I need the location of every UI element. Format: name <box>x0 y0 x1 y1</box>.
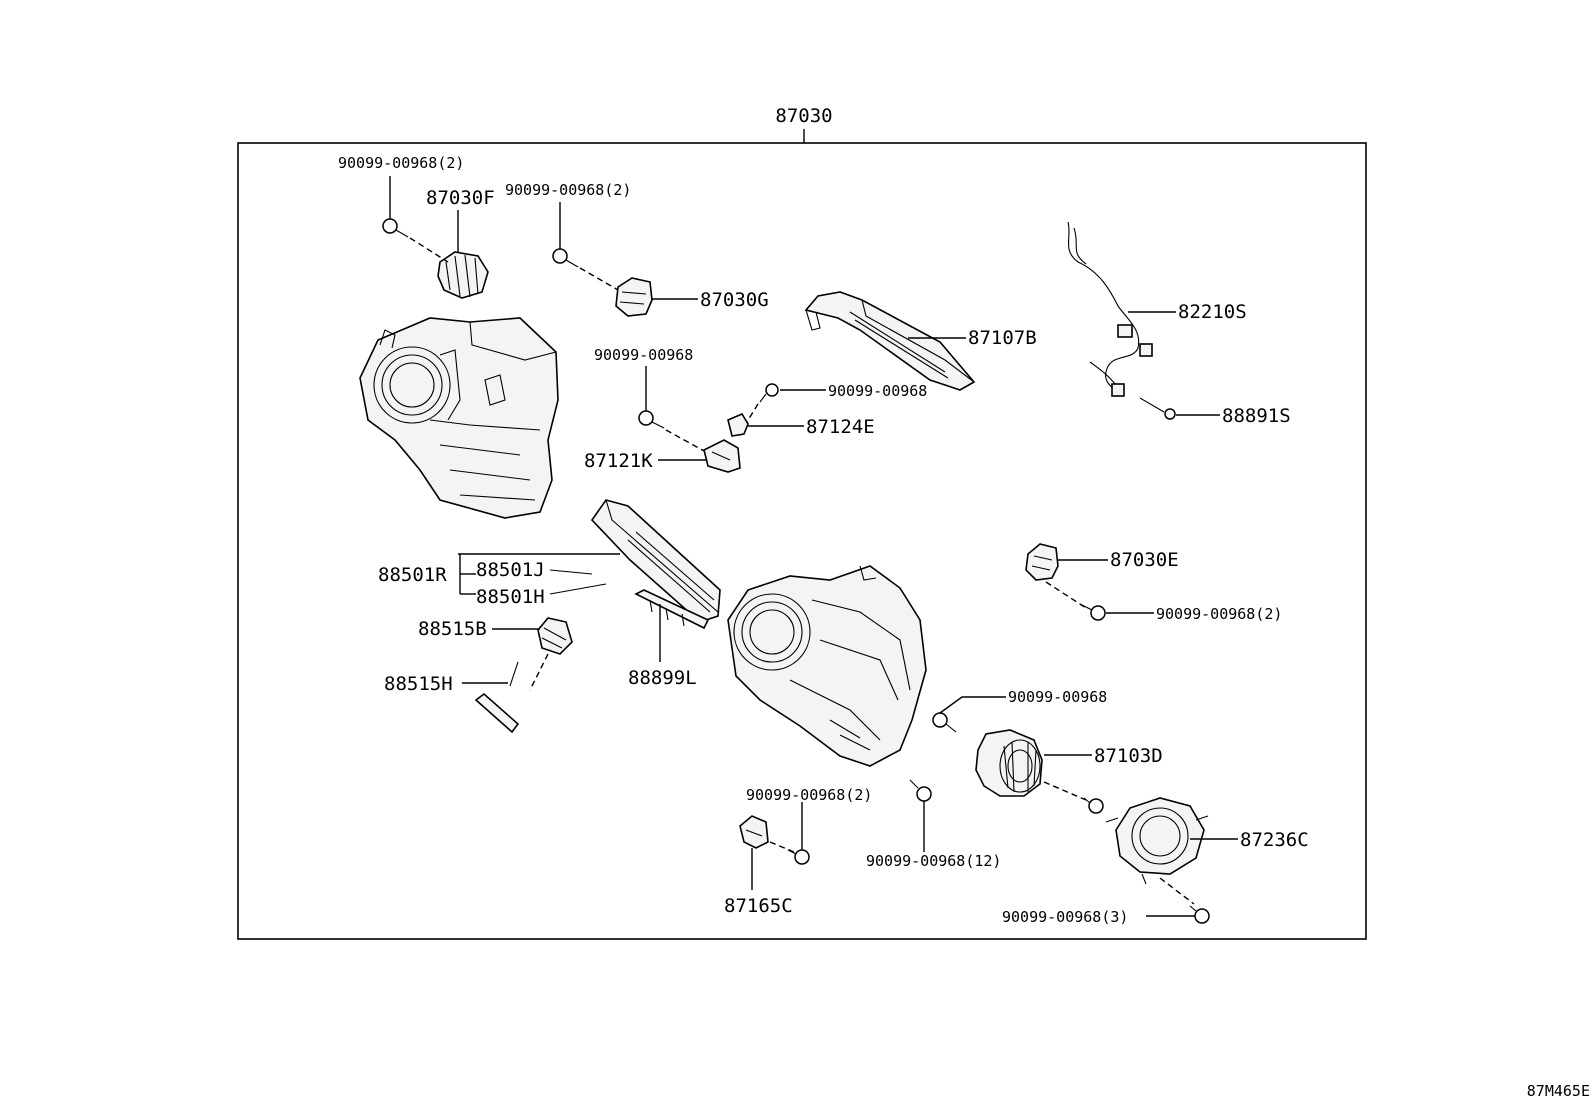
servo-87030g <box>615 277 653 317</box>
callout-part-88515h[interactable]: 88515H <box>384 673 453 695</box>
callout-screw-87030e[interactable]: 90099-00968(2) <box>1156 605 1282 623</box>
actuator-88515b <box>537 617 573 655</box>
screw-87165c-icon <box>787 849 810 865</box>
drawing-code: 87M465E <box>1527 1082 1590 1099</box>
sensor-88891s <box>1139 397 1176 420</box>
evaporator-88501r <box>590 499 721 623</box>
callout-part-82210s[interactable]: 82210S <box>1178 301 1247 323</box>
lower-case-illustration <box>727 565 927 767</box>
callout-part-88501r[interactable]: 88501R <box>378 564 447 586</box>
screw-blower-lower-icon <box>1083 797 1104 814</box>
assembly-frame <box>237 142 1367 940</box>
wire-harness-82210s <box>1067 221 1153 397</box>
ring-87236c <box>1105 797 1209 885</box>
callout-part-87236c[interactable]: 87236C <box>1240 829 1309 851</box>
upper-case-illustration <box>359 317 559 519</box>
callout-part-87030f[interactable]: 87030F <box>426 187 495 209</box>
callout-part-88891s[interactable]: 88891S <box>1222 405 1291 427</box>
clip-87165c <box>739 815 769 849</box>
screw-blower-icon <box>932 712 957 733</box>
callout-part-87103d[interactable]: 87103D <box>1094 745 1163 767</box>
screw-87030e-icon <box>1079 603 1106 621</box>
callout-part-87107b[interactable]: 87107B <box>968 327 1037 349</box>
callout-part-87030g[interactable]: 87030G <box>700 289 769 311</box>
screw-right-mid-icon <box>759 383 779 403</box>
blower-motor-87103d <box>975 729 1043 797</box>
servo-87030f <box>437 251 489 299</box>
callout-screw-case[interactable]: 90099-00968(12) <box>866 852 1001 870</box>
callout-part-87124e[interactable]: 87124E <box>806 416 875 438</box>
callout-screw-87165c[interactable]: 90099-00968(2) <box>746 786 872 804</box>
callout-screw-87030g[interactable]: 90099-00968(2) <box>505 181 631 199</box>
callout-part-87121k[interactable]: 87121K <box>584 450 653 472</box>
callout-screw-87030f[interactable]: 90099-00968(2) <box>338 154 464 172</box>
callout-screw-left-mid[interactable]: 90099-00968 <box>594 346 693 364</box>
servo-87030e <box>1025 543 1059 581</box>
callout-part-88899l[interactable]: 88899L <box>628 667 697 689</box>
heater-core-87107b <box>804 291 976 391</box>
callout-part-88501h[interactable]: 88501H <box>476 586 545 608</box>
callout-part-87165c[interactable]: 87165C <box>724 895 793 917</box>
callout-part-88515b[interactable]: 88515B <box>418 618 487 640</box>
callout-screw-87236c[interactable]: 90099-00968(3) <box>1002 908 1128 926</box>
callout-part-88501j[interactable]: 88501J <box>476 559 545 581</box>
bracket-87121k <box>703 439 741 473</box>
screw-87030f-icon <box>382 218 409 238</box>
bracket-87124e <box>727 412 749 437</box>
screw-87030g-icon <box>552 248 579 268</box>
link-88515h <box>474 661 520 734</box>
assembly-label[interactable]: 87030 <box>775 105 832 127</box>
callout-screw-blower[interactable]: 90099-00968 <box>1008 688 1107 706</box>
bracket-88899l <box>634 589 710 630</box>
callout-screw-right-mid[interactable]: 90099-00968 <box>828 382 927 400</box>
screw-left-mid-icon <box>638 410 665 429</box>
callout-part-87030e[interactable]: 87030E <box>1110 549 1179 571</box>
screw-case-icon <box>909 779 932 802</box>
screw-87236c-icon <box>1189 905 1210 924</box>
